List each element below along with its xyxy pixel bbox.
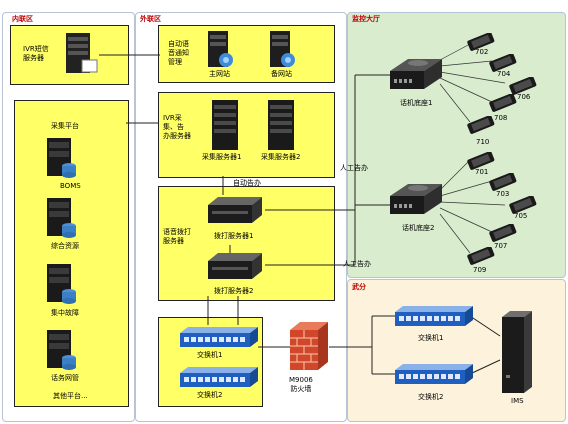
- mobile-phone-icon: [509, 77, 537, 95]
- main-site-label: 主网站: [209, 70, 230, 78]
- netmgmt-label: 话务网管: [51, 374, 79, 382]
- manual-alarm-1-label: 人工告办: [340, 164, 368, 172]
- ivr-sms-server-label: IVR短信 服务器: [23, 45, 49, 62]
- collection-platform-title: 采集平台: [51, 122, 79, 130]
- phone-base-1-icon: [390, 59, 442, 89]
- mobile-phone-icon: [489, 54, 517, 72]
- phone-number-label: 702: [475, 48, 489, 56]
- phone-base-2-label: 话机底座2: [402, 224, 435, 232]
- mobile-phone-icon: [467, 247, 495, 265]
- monitor-zone: [347, 12, 566, 278]
- ivr-collect-label: IVR采 集、告 办服务器: [163, 114, 191, 140]
- monitor-zone-title: 监控大厅: [352, 15, 380, 23]
- dial-server-2-icon: [208, 253, 262, 279]
- outer-switch-1-label: 交换机1: [197, 351, 223, 359]
- phone-base-2-icon: [390, 184, 442, 214]
- phone-number-label: 708: [494, 114, 508, 122]
- ims-server-icon: [502, 311, 532, 393]
- backup-site-label: 备网站: [271, 70, 292, 78]
- phone-base-1-label: 话机底座1: [400, 99, 433, 107]
- backup-site-server-icon: [270, 31, 295, 67]
- voice-dial-label: 语音拨打 服务器: [163, 228, 191, 245]
- branch-switch-1-icon: [395, 306, 473, 326]
- dial-server-1-icon: [208, 197, 262, 223]
- phone-number-label: 706: [517, 93, 531, 101]
- phone-number-label: 705: [514, 212, 528, 220]
- outer-zone-title: 外联区: [140, 15, 161, 23]
- branch-switch-2-icon: [395, 364, 473, 384]
- boms-label: BOMS: [60, 182, 81, 190]
- main-site-server-icon: [208, 31, 233, 67]
- auto-alarm-label: 自动告办: [233, 179, 261, 187]
- ims-label: IMS: [511, 397, 524, 405]
- fault-database-icon: [47, 264, 76, 304]
- mobile-phone-icon: [489, 224, 517, 242]
- collect-server-2-label: 采集服务器2: [261, 153, 301, 161]
- dial-server-1-label: 拨打服务器1: [214, 232, 254, 240]
- ivr-sms-server-icon: [66, 33, 98, 73]
- outer-switch-2-label: 交换机2: [197, 391, 223, 399]
- collect-server-1-icon: [212, 100, 238, 150]
- phone-number-label: 710: [476, 138, 490, 146]
- outer-switch-1-icon: [180, 327, 258, 347]
- phone-number-label: 707: [494, 242, 508, 250]
- auto-voice-mgmt-label: 自动语 音通知 管理: [168, 40, 189, 66]
- phone-number-label: 703: [496, 190, 510, 198]
- netmgmt-database-icon: [47, 330, 76, 370]
- resource-database-icon: [47, 198, 76, 238]
- mobile-phone-icon: [489, 173, 517, 191]
- boms-database-icon: [47, 138, 76, 178]
- mobile-phone-icon: [509, 196, 537, 214]
- auto-voice-box: [158, 25, 335, 83]
- phone-number-label: 704: [497, 70, 511, 78]
- firewall-icon: [290, 322, 328, 370]
- inner-zone-title: 内联区: [12, 15, 33, 23]
- collect-server-1-label: 采集服务器1: [202, 153, 242, 161]
- other-platforms-label: 其他平台...: [53, 392, 88, 400]
- mobile-phone-icon: [467, 152, 495, 170]
- mobile-phone-icon: [467, 33, 495, 51]
- phone-number-label: 701: [475, 168, 489, 176]
- firewall-label: M9006 防火墙: [289, 376, 313, 393]
- resource-label: 综合资源: [51, 242, 79, 250]
- manual-alarm-2-label: 人工告办: [343, 260, 371, 268]
- outer-switch-2-icon: [180, 367, 258, 387]
- fault-label: 集中故障: [51, 309, 79, 317]
- collect-server-2-icon: [268, 100, 294, 150]
- branch-switch-2-label: 交换机2: [418, 393, 444, 401]
- mobile-phone-icon: [467, 116, 495, 134]
- branch-switch-1-label: 交换机1: [418, 334, 444, 342]
- phone-number-label: 709: [473, 266, 487, 274]
- branch-zone-title: 武分: [352, 283, 366, 291]
- ivr-collect-box: [158, 92, 335, 178]
- mobile-phone-icon: [489, 94, 517, 112]
- dial-server-2-label: 拨打服务器2: [214, 287, 254, 295]
